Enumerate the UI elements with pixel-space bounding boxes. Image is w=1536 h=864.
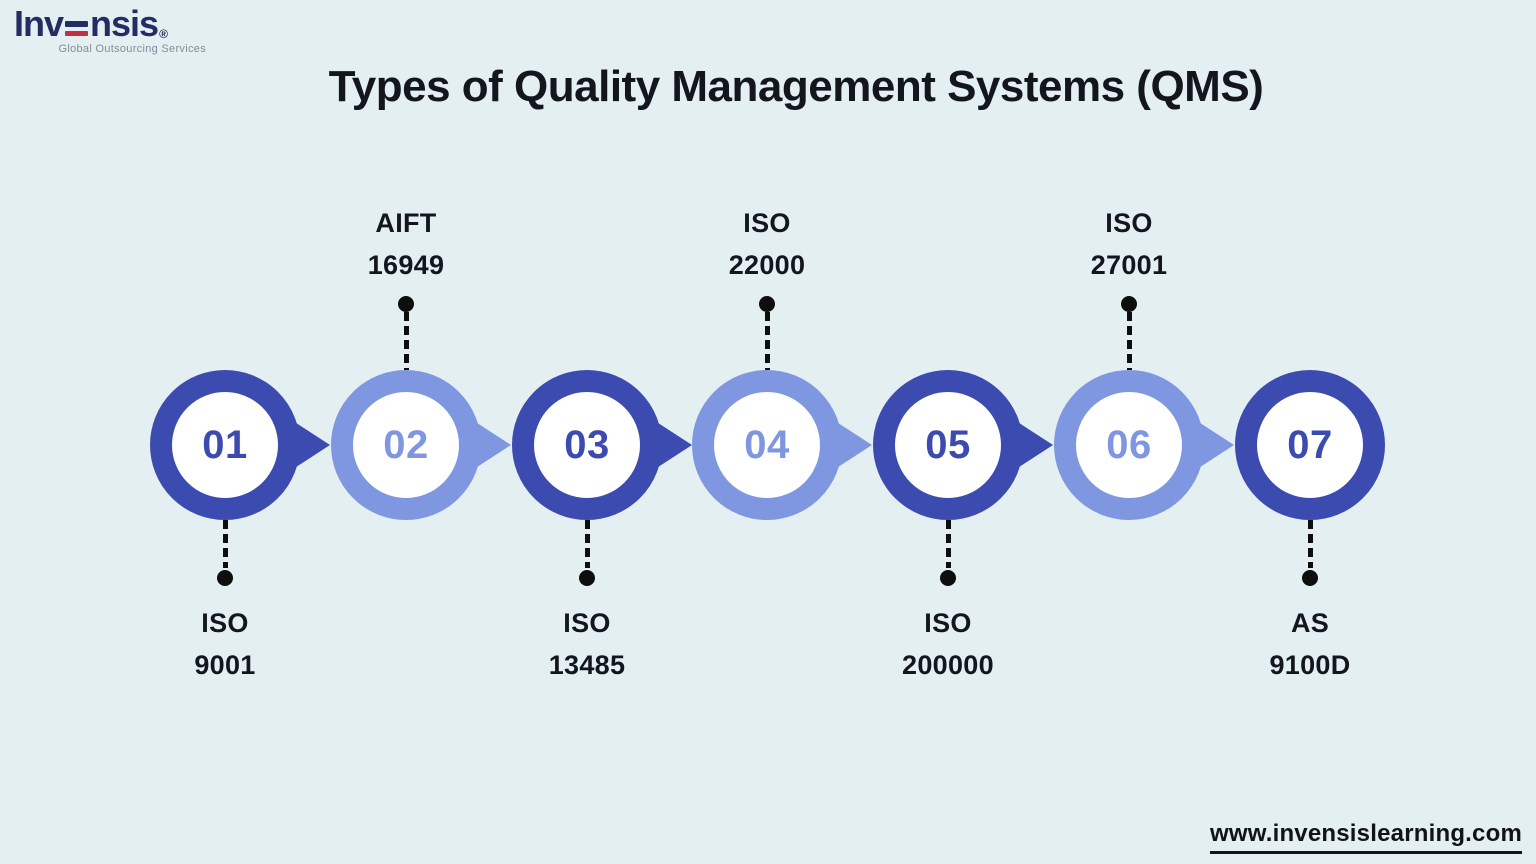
website-link[interactable]: www.invensislearning.com <box>1210 820 1522 854</box>
step-circle: 02 <box>331 370 481 520</box>
connector-dot-icon <box>1121 296 1137 312</box>
timeline-node-5: 05 ISO 200000 <box>873 370 1053 680</box>
connector-dash <box>764 312 770 370</box>
logo-text-part2: nsis <box>90 3 159 44</box>
connector-dash <box>945 520 951 568</box>
timeline-node-2: 02 AIFT 16949 <box>331 208 511 520</box>
connector-line <box>940 520 956 586</box>
connector-dot-icon <box>217 570 233 586</box>
connector-dot-icon <box>940 570 956 586</box>
step-circle: 06 <box>1054 370 1204 520</box>
step-label-line2: 16949 <box>367 250 445 280</box>
step-number: 02 <box>383 422 429 467</box>
timeline-node-1: 01 ISO 9001 <box>150 370 330 680</box>
connector-dot-icon <box>1302 570 1318 586</box>
step-label-line2: 27001 <box>1090 250 1168 280</box>
connector-line <box>579 520 595 586</box>
step-number: 01 <box>202 422 248 467</box>
step-circle: 07 <box>1235 370 1385 520</box>
step-label-line1: AS <box>1290 608 1330 638</box>
connector-line <box>217 520 233 586</box>
step-label-line2: 13485 <box>548 650 626 680</box>
page-title: Types of Quality Management Systems (QMS… <box>328 62 1264 111</box>
step-label-line1: ISO <box>743 208 791 238</box>
timeline-node-7: 07 AS 9100D <box>1235 370 1385 680</box>
connector-dash <box>222 520 228 568</box>
step-label-line1: ISO <box>563 608 611 638</box>
step-circle: 05 <box>873 370 1023 520</box>
step-label-line2: 22000 <box>728 250 806 280</box>
step-label-line2: 200000 <box>902 650 994 680</box>
connector-dash <box>1307 520 1313 568</box>
step-label: ISO 9001 <box>85 602 365 686</box>
step-label: ISO 22000 <box>627 202 907 286</box>
step-label-line2: 9100D <box>1269 650 1351 680</box>
logo-text-part1: Inv <box>14 3 64 44</box>
step-label-line2: 9001 <box>194 650 256 680</box>
timeline-node-4: 04 ISO 22000 <box>692 208 872 520</box>
connector-dash <box>1126 312 1132 370</box>
step-number: 05 <box>925 422 971 467</box>
step-number: 07 <box>1287 422 1333 467</box>
step-label-line1: ISO <box>1105 208 1153 238</box>
step-number: 03 <box>564 422 610 467</box>
connector-dot-icon <box>579 570 595 586</box>
step-circle: 01 <box>150 370 300 520</box>
logo-tagline: Global Outsourcing Services <box>58 42 206 55</box>
connector-dash <box>584 520 590 568</box>
connector-line <box>759 296 775 370</box>
step-label-line1: ISO <box>924 608 972 638</box>
timeline-node-6: 06 ISO 27001 <box>1054 208 1234 520</box>
connector-line <box>1121 296 1137 370</box>
step-label: ISO 200000 <box>808 602 1088 686</box>
step-circle: 04 <box>692 370 842 520</box>
step-label-line1: ISO <box>201 608 249 638</box>
step-number: 06 <box>1106 422 1152 467</box>
step-circle: 03 <box>512 370 662 520</box>
step-label-line1: AIFT <box>375 208 437 238</box>
step-number: 04 <box>744 422 790 467</box>
connector-dot-icon <box>759 296 775 312</box>
registered-trademark-symbol: ® <box>159 26 168 41</box>
step-label: ISO 27001 <box>989 202 1269 286</box>
step-label: AIFT 16949 <box>266 202 546 286</box>
connector-dash <box>403 312 409 370</box>
connector-dot-icon <box>398 296 414 312</box>
step-label: AS 9100D <box>1170 602 1450 686</box>
step-label: ISO 13485 <box>447 602 727 686</box>
connector-line <box>1302 520 1318 586</box>
connector-line <box>398 296 414 370</box>
logo-e-bars-icon <box>65 20 89 40</box>
timeline-node-3: 03 ISO 13485 <box>512 370 692 680</box>
